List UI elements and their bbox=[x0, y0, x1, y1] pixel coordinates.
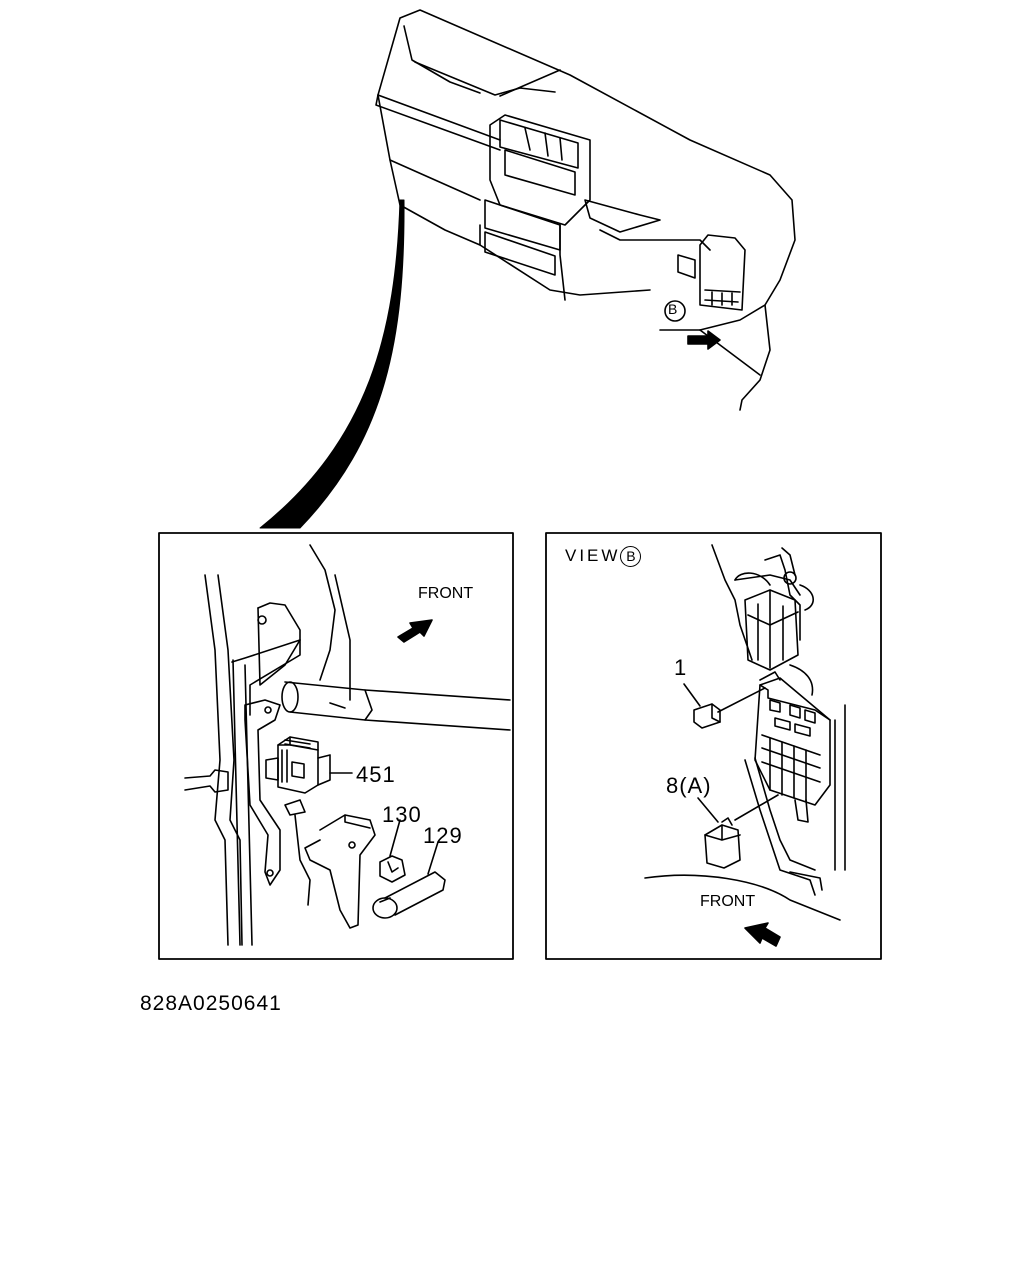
part-label-129: 129 bbox=[423, 823, 463, 848]
callout-letter: B bbox=[668, 301, 678, 317]
view-letter: B bbox=[620, 546, 642, 567]
part-label-8a: 8(A) bbox=[666, 773, 712, 798]
part-label-130: 130 bbox=[382, 802, 422, 827]
left-front-label: FRONT bbox=[418, 585, 474, 602]
dashboard-illustration bbox=[375, 9, 796, 411]
view-prefix: VIEW bbox=[565, 546, 621, 565]
right-panel-frame bbox=[545, 532, 882, 960]
left-panel-illustration bbox=[184, 544, 511, 946]
drawing-code: 828A0250641 bbox=[140, 992, 282, 1015]
leader-curve bbox=[259, 199, 405, 529]
callout-arrow bbox=[687, 330, 721, 350]
right-front-label: FRONT bbox=[700, 893, 756, 910]
part-label-451: 451 bbox=[356, 762, 396, 787]
right-panel-illustration bbox=[644, 544, 846, 947]
left-panel-frame bbox=[158, 532, 514, 960]
callout-circle bbox=[664, 300, 686, 322]
part-label-1: 1 bbox=[674, 655, 688, 680]
